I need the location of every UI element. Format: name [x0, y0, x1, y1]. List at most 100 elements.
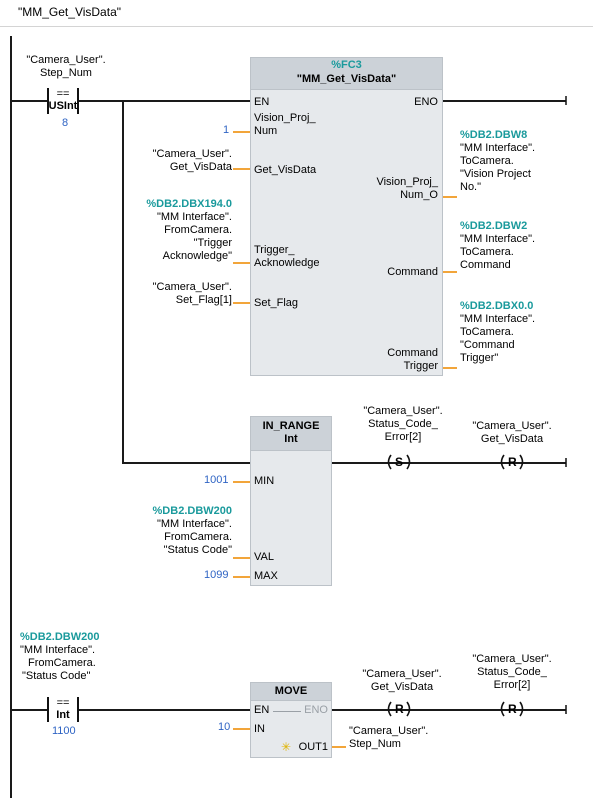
compare-operator: ==	[56, 88, 70, 100]
operand-line: "Trigger	[193, 237, 232, 249]
operand-line: Get_VisData	[480, 433, 544, 445]
pin-max[interactable]: MAX	[254, 570, 278, 582]
operand-command-trigger[interactable]: %DB2.DBX0.0 "MM Interface". ToCamera. "C…	[460, 300, 535, 365]
block-type: Int	[284, 433, 298, 445]
block-header: IN_RANGE Int	[251, 417, 331, 451]
operand-line: "Camera_User".	[472, 420, 552, 432]
pin-vision-proj-num-o[interactable]: Vision_Proj_ Num_O	[376, 176, 438, 202]
operand-line: Command	[460, 259, 511, 271]
coil-operand[interactable]: "Camera_User". Get_VisData	[452, 420, 572, 446]
compare-operator: ==	[56, 697, 70, 709]
operand-line: "Camera_User".	[152, 148, 232, 160]
set-coil[interactable]: S	[395, 455, 404, 469]
operand-min[interactable]: 1001	[204, 474, 229, 486]
operand-trigger-acknowledge[interactable]: %DB2.DBX194.0 "MM Interface". FromCamera…	[102, 198, 232, 263]
compare-contact[interactable]: == USInt	[48, 88, 78, 112]
operand-line: Trigger"	[460, 352, 499, 364]
operand-command[interactable]: %DB2.DBW2 "MM Interface". ToCamera. Comm…	[460, 220, 535, 272]
pin-set-flag[interactable]: Set_Flag	[254, 297, 299, 309]
contact-operand[interactable]: "Camera_User". Step_Num	[16, 54, 116, 80]
pin-in[interactable]: IN	[254, 723, 265, 735]
compare-contact[interactable]: == Int	[48, 697, 78, 721]
contact-operand[interactable]: %DB2.DBW200 "MM Interface". FromCamera. …	[20, 631, 99, 683]
operand-line: "MM Interface".	[460, 142, 536, 154]
operand-line: Status_Code_	[477, 666, 547, 678]
pin-command-trigger[interactable]: Command Trigger	[387, 347, 438, 373]
coil-operand[interactable]: "Camera_User". Status_Code_ Error[2]	[452, 653, 572, 692]
operand-address: %DB2.DBX0.0	[460, 300, 534, 312]
pin-command[interactable]: Command	[387, 266, 438, 278]
pin-label: Vision_Proj_	[254, 112, 316, 124]
pin-trigger-acknowledge[interactable]: Trigger_ Acknowledge	[254, 244, 319, 270]
in-range-block[interactable]: IN_RANGE Int MIN VAL MAX	[250, 416, 332, 586]
operand-get-visdata[interactable]: "Camera_User". Get_VisData	[112, 148, 232, 174]
operand-line: Error[2]	[384, 431, 422, 443]
operand-address: %DB2.DBW2	[460, 220, 528, 232]
operand-line: "MM Interface".	[20, 644, 96, 656]
operand-address: %DB2.DBW200	[152, 505, 232, 517]
operand-line: "Camera_User".	[363, 405, 443, 417]
pin-en[interactable]: EN	[254, 704, 270, 716]
block-address: %FC3	[331, 59, 362, 71]
operand-line: ToCamera.	[460, 246, 514, 258]
operand-line: "MM Interface".	[460, 233, 536, 245]
pin-label: Trigger	[403, 360, 438, 372]
block-name: IN_RANGE	[262, 420, 320, 432]
operand-val[interactable]: %DB2.DBW200 "MM Interface". FromCamera. …	[102, 505, 232, 557]
block-name: MOVE	[274, 685, 308, 697]
operand-line: "MM Interface".	[460, 313, 536, 325]
network-title-bar[interactable]: "MM_Get_VisData"	[0, 0, 593, 27]
operand-line: FromCamera.	[164, 224, 232, 236]
reset-coil[interactable]: R	[395, 702, 404, 716]
network-title: "MM_Get_VisData"	[18, 5, 122, 19]
operand-address: %DB2.DBX194.0	[146, 198, 232, 210]
pin-en[interactable]: EN	[254, 96, 270, 108]
operand-set-flag[interactable]: "Camera_User". Set_Flag[1]	[112, 281, 232, 307]
reset-coil[interactable]: R	[508, 455, 517, 469]
operand-line: Status_Code_	[368, 418, 438, 430]
operand-vision-proj-num[interactable]: 1	[223, 124, 230, 136]
pin-label: Num_O	[400, 189, 438, 201]
compare-type: USInt	[48, 100, 78, 112]
power-rail[interactable]	[10, 36, 12, 798]
branch-wire[interactable]	[122, 100, 124, 463]
pin-label: Num	[254, 125, 278, 137]
operand-line: "Command	[460, 339, 515, 351]
operand-address: %DB2.DBW200	[20, 631, 100, 643]
block-header: MOVE	[251, 683, 331, 701]
pin-eno[interactable]: ENO	[304, 704, 328, 716]
pin-min[interactable]: MIN	[254, 475, 275, 487]
compare-type: Int	[56, 709, 70, 721]
operand-line: "MM Interface".	[156, 211, 232, 223]
operand-vision-proj-num-o[interactable]: %DB2.DBW8 "MM Interface". ToCamera. "Vis…	[460, 129, 535, 194]
operand-line: FromCamera.	[28, 657, 96, 669]
pin-label: Acknowledge	[254, 257, 320, 269]
compare-value[interactable]: 8	[62, 117, 69, 129]
operand-line: Get_VisData	[370, 681, 434, 693]
pin-out1[interactable]: OUT1	[298, 741, 328, 753]
coil-operand[interactable]: "Camera_User". Status_Code_ Error[2]	[343, 405, 463, 444]
pin-get-visdata[interactable]: Get_VisData	[254, 164, 317, 176]
compare-value[interactable]: 1100	[52, 725, 76, 737]
fc3-block[interactable]: %FC3 "MM_Get_VisData" EN ENO Vision_Proj…	[250, 57, 443, 376]
operand-in[interactable]: 10	[218, 721, 231, 733]
operand-line: "Vision Project	[460, 168, 531, 180]
pin-label: Command	[387, 347, 438, 359]
operand-line: ToCamera.	[460, 326, 514, 338]
reset-coil[interactable]: R	[508, 702, 517, 716]
pin-vision-proj-num[interactable]: Vision_Proj_ Num	[254, 112, 316, 138]
asterisk-icon: ✳	[281, 740, 292, 754]
pin-eno[interactable]: ENO	[414, 96, 438, 108]
block-name: "MM_Get_VisData"	[296, 73, 397, 85]
move-block[interactable]: MOVE EN ENO IN ✳ OUT1	[250, 682, 332, 758]
operand-out1[interactable]: "Camera_User". Step_Num	[349, 725, 428, 751]
pin-val[interactable]: VAL	[254, 551, 274, 563]
operand-line: Step_Num	[40, 67, 92, 79]
operand-line: ToCamera.	[460, 155, 514, 167]
operand-line: "Camera_User".	[26, 54, 106, 66]
operand-max[interactable]: 1099	[204, 569, 229, 581]
operand-line: FromCamera.	[164, 531, 232, 543]
operand-line: Error[2]	[493, 679, 531, 691]
coil-operand[interactable]: "Camera_User". Get_VisData	[342, 668, 462, 694]
